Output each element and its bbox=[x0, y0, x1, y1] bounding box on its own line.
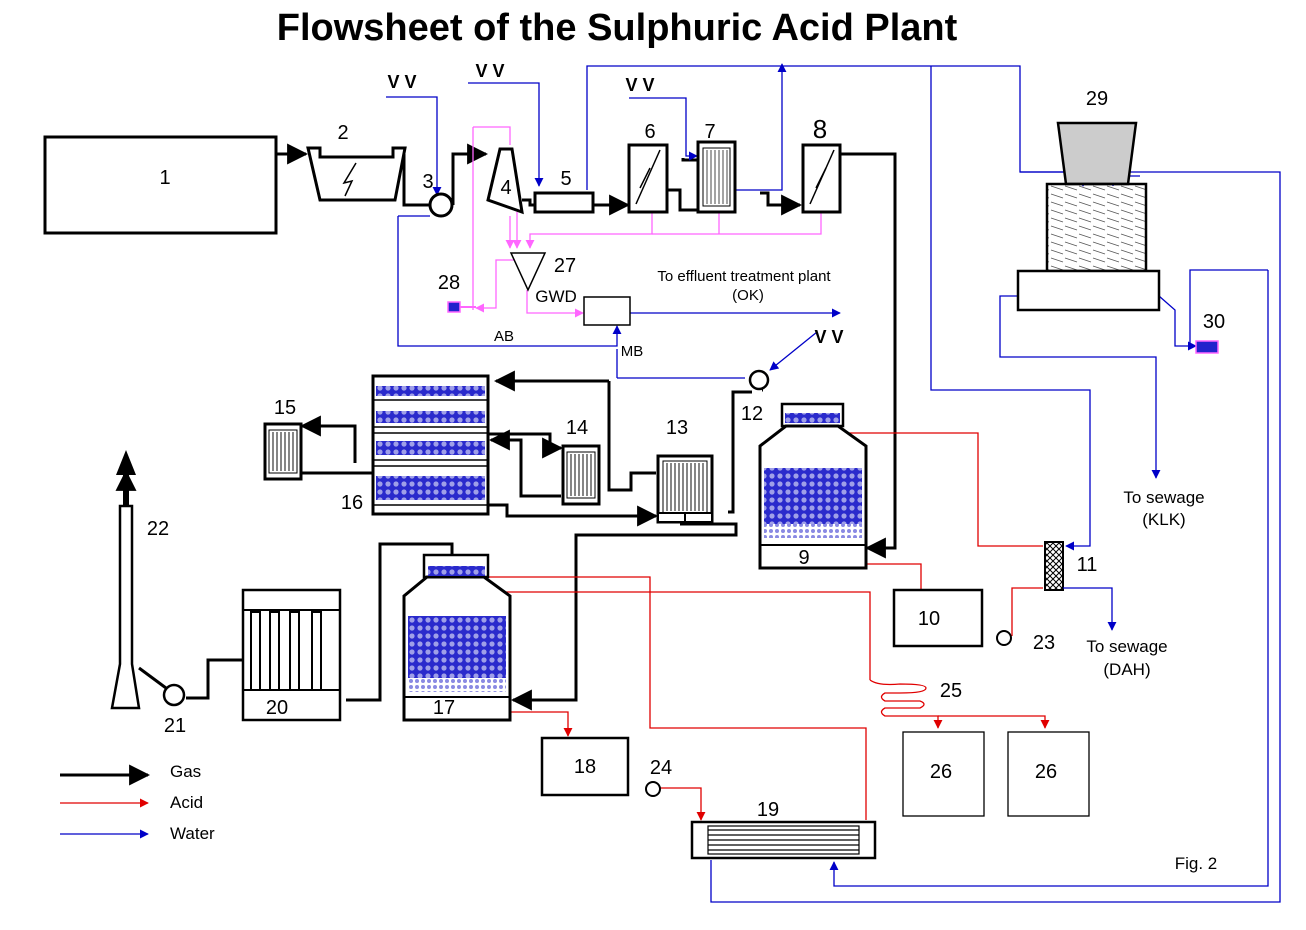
unit-label: 11 bbox=[1077, 554, 1098, 576]
unit-6-box bbox=[627, 143, 669, 214]
ab-label: AB bbox=[494, 328, 514, 345]
unit-label: 23 bbox=[1033, 632, 1055, 654]
annotation-labels: V V V V V V V V GWD AB MB To effluent tr… bbox=[387, 61, 1217, 873]
sewage-dah-line1: To sewage bbox=[1086, 637, 1167, 656]
unit-label: 3 bbox=[422, 171, 433, 193]
unit-label: 25 bbox=[940, 680, 962, 702]
unit-label: 12 bbox=[741, 403, 763, 425]
gwd-label: GWD bbox=[535, 287, 577, 306]
unit-label: 19 bbox=[757, 799, 779, 821]
vv-label: V V bbox=[814, 327, 843, 347]
unit-26a-tank bbox=[902, 731, 985, 817]
unit-3-pump bbox=[428, 192, 454, 218]
unit-label: 26 bbox=[930, 761, 952, 783]
unit-11-filter bbox=[1044, 541, 1064, 591]
figure-label: Fig. 2 bbox=[1175, 854, 1218, 873]
unit-5-box bbox=[533, 191, 595, 214]
vv-label: V V bbox=[625, 75, 654, 95]
unit-label: 15 bbox=[274, 397, 296, 419]
effluent-label-line2: (OK) bbox=[732, 287, 764, 304]
unit-label: 21 bbox=[164, 715, 186, 737]
unit-10-box bbox=[892, 588, 984, 648]
unit-4-cyclone bbox=[486, 147, 524, 215]
unit-24-pump bbox=[645, 781, 661, 797]
unit-1-box bbox=[43, 135, 278, 235]
vv-label: V V bbox=[387, 72, 416, 92]
unit-2-vessel bbox=[306, 146, 407, 202]
unit-label: 4 bbox=[500, 177, 511, 199]
unit-label: 20 bbox=[266, 697, 288, 719]
unit-label: 10 bbox=[918, 608, 940, 630]
legend-water-label: Water bbox=[170, 824, 215, 843]
unit-label: 8 bbox=[813, 114, 827, 144]
unit-22-stack bbox=[110, 504, 141, 710]
legend: Gas Acid Water bbox=[60, 762, 215, 843]
unit-label: 2 bbox=[337, 122, 348, 144]
unit-label: 28 bbox=[438, 272, 460, 294]
page-title: Flowsheet of the Sulphuric Acid Plant bbox=[277, 7, 958, 49]
effluent-label-line1: To effluent treatment plant bbox=[657, 268, 831, 285]
unit-label: 24 bbox=[650, 757, 672, 779]
unit-label: 27 bbox=[554, 255, 576, 277]
unit-26b-tank bbox=[1007, 731, 1090, 817]
unit-label: 14 bbox=[566, 417, 588, 439]
stack-exhaust-arrow-shaft bbox=[123, 472, 129, 506]
unit-21-fan bbox=[162, 683, 186, 707]
stack-exhaust-arrow bbox=[116, 450, 136, 475]
unit-12-pump bbox=[748, 369, 770, 391]
sewage-dah-line2: (DAH) bbox=[1103, 660, 1150, 679]
unit-29-packing bbox=[1045, 182, 1148, 273]
sewage-klk-line2: (KLK) bbox=[1142, 510, 1185, 529]
unit-29-hopper bbox=[1056, 121, 1138, 186]
equipment-internals bbox=[243, 147, 1219, 855]
unit-27-separator bbox=[509, 252, 547, 292]
unit-label: 17 bbox=[433, 697, 455, 719]
pink-lines bbox=[472, 126, 822, 318]
unit-label: 1 bbox=[159, 167, 170, 189]
unit-label: 5 bbox=[560, 168, 571, 190]
unit-label: 9 bbox=[798, 547, 809, 569]
unit-label: 13 bbox=[666, 417, 688, 439]
unit-18-box bbox=[540, 736, 630, 797]
legend-acid-label: Acid bbox=[170, 793, 203, 812]
unit-29-basin bbox=[1016, 269, 1161, 312]
legend-gas-label: Gas bbox=[170, 762, 201, 781]
unit-23-pump bbox=[996, 630, 1012, 646]
unit-label: 7 bbox=[704, 121, 715, 143]
gwd-box bbox=[583, 296, 631, 326]
mb-label: MB bbox=[621, 343, 644, 360]
unit-label: 16 bbox=[341, 492, 363, 514]
unit-number-labels: 1 2 3 4 5 6 7 8 9 10 11 12 13 14 15 16 1… bbox=[147, 88, 1225, 821]
unit-label: 29 bbox=[1086, 88, 1108, 110]
unit-label: 22 bbox=[147, 518, 169, 540]
unit-label: 18 bbox=[574, 756, 596, 778]
sewage-klk-line1: To sewage bbox=[1123, 488, 1204, 507]
unit-label: 26 bbox=[1035, 761, 1057, 783]
water-lines bbox=[386, 63, 1281, 903]
unit-label: 30 bbox=[1203, 311, 1225, 333]
vv-label: V V bbox=[475, 61, 504, 81]
unit-label: 6 bbox=[644, 121, 655, 143]
equipment bbox=[43, 121, 1161, 860]
